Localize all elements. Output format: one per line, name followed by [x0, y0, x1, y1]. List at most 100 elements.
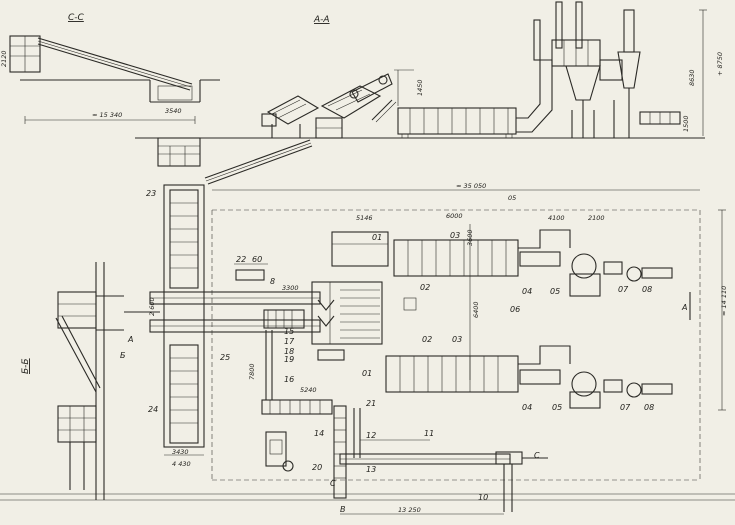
label-pos-23: 23 [146, 189, 156, 198]
label-pos-11: 11 [424, 429, 434, 438]
fan-05-lower [571, 371, 597, 397]
aa-pit-block [157, 137, 201, 167]
label-pos-08-upper: 08 [642, 285, 652, 294]
label-pos-10: 10 [478, 493, 488, 502]
label-pos-22: 22 [236, 255, 246, 264]
section-cc-title: С-С [68, 13, 85, 23]
dim-2120: 2120 [0, 50, 8, 67]
dim-3540: 3540 [165, 107, 182, 115]
marker-c-right: С [534, 451, 540, 460]
dim-4100: 4100 [548, 214, 565, 222]
label-pos-24: 24 [148, 405, 158, 414]
aa-chimney-2 [555, 1, 563, 49]
dim-3300: 3300 [282, 284, 299, 292]
label-pos-04-lower: 04 [522, 403, 532, 412]
dim-7800: 7800 [248, 363, 256, 380]
label-pos-18: 18 [284, 347, 294, 356]
label-pos-03-lower: 03 [452, 335, 462, 344]
label-pos-12: 12 [366, 431, 376, 440]
cyclone-07-lower [626, 382, 642, 398]
fan-05-upper [571, 253, 597, 279]
section-cc-conveyor: С-С ≈ 15 340 3540 2120 [0, 13, 220, 124]
duct-upper [518, 229, 571, 249]
label-pos-8: 8 [270, 277, 275, 286]
dim-6000: 6000 [446, 212, 463, 220]
marker-b-left: Б [120, 351, 126, 360]
dim-8750: + 8750 [716, 52, 724, 76]
cc-inclined-conveyor [37, 37, 193, 85]
furnace-01-upper [331, 231, 389, 267]
dim-13250: 13 250 [398, 506, 421, 514]
bb-equipment [57, 405, 97, 443]
pump-20 [265, 431, 287, 467]
label-pos-05-upper: 05 [550, 287, 560, 296]
aa-cyclone-2 [617, 51, 641, 89]
label-pos-02-lower: 02 [422, 335, 432, 344]
dim-1450: 1450 [416, 79, 424, 96]
marker-05-top: 05 [508, 194, 516, 202]
marker-c-mid: С [330, 479, 336, 488]
marker-a-right: А [681, 303, 687, 312]
dim-15340: ≈ 15 340 [92, 111, 122, 119]
label-pos-06: 06 [510, 305, 520, 314]
section-bb-title: Б-Б [21, 358, 31, 374]
label-pos-05-lower: 05 [552, 403, 562, 412]
label-pos-02-upper: 02 [420, 283, 430, 292]
label-pos-17: 17 [284, 337, 295, 346]
marker-b: В [340, 505, 346, 514]
bb-bunker [57, 291, 97, 329]
feeder-16 [317, 349, 345, 361]
label-pos-08-lower: 08 [644, 403, 654, 412]
label-pos-19: 19 [284, 355, 294, 364]
dryer-drum-03-upper [393, 239, 519, 277]
label-pos-07-lower: 07 [620, 403, 631, 412]
label-pos-07-upper: 07 [618, 285, 629, 294]
label-pos-21: 21 [366, 399, 376, 408]
aa-cyclone-stack [623, 9, 635, 53]
label-pos-25: 25 [220, 353, 230, 362]
dim-2100: 2100 [588, 214, 605, 222]
dim-5146: 5146 [356, 214, 373, 222]
marker-a-left: А [127, 335, 133, 344]
label-pos-16: 16 [284, 375, 294, 384]
aa-dryer-drum [397, 107, 517, 135]
dim-1500: 1500 [682, 115, 690, 132]
section-aa-elevation: А-А [135, 1, 724, 185]
aa-feeder [351, 73, 393, 103]
central-screening-block [311, 281, 383, 345]
cyclone-07-upper [626, 266, 642, 282]
dryer-drum-03-lower [385, 355, 519, 393]
aa-chimney-3 [575, 1, 583, 49]
dim-3430: 3430 [172, 448, 189, 456]
dim-14110: ≈ 14 110 [720, 286, 728, 316]
dim-8630: 8630 [688, 69, 696, 86]
label-pos-03-upper: 03 [450, 231, 460, 240]
aa-inclined-belt [204, 139, 311, 179]
aa-chimney-1 [533, 19, 541, 61]
storage-bunker-23-24 [163, 184, 205, 448]
label-pos-04-upper: 04 [522, 287, 532, 296]
aa-hot-gas-duct [516, 59, 553, 133]
label-pos-20: 20 [312, 463, 322, 472]
label-pos-14: 14 [314, 429, 324, 438]
aa-cyclone-1 [565, 65, 601, 101]
aa-fan-box [599, 59, 623, 81]
duct-lower [518, 345, 571, 365]
dim-5240: 5240 [300, 386, 317, 394]
label-pos-13: 13 [366, 465, 376, 474]
plan-view: ≈ 35 050 05 23 24 А 2 600 3430 [0, 182, 735, 515]
bb-inclined-chute [55, 317, 97, 393]
aa-screen-2 [320, 85, 382, 119]
conveyor-14 [261, 399, 333, 415]
dim-6400: 6400 [472, 301, 480, 318]
bucket-elevator-21 [333, 405, 347, 499]
equipment-22 [235, 269, 265, 281]
label-pos-15: 15 [284, 327, 294, 336]
label-pos-01-lower: 01 [362, 369, 372, 378]
aa-screen-1 [266, 95, 320, 125]
label-pos-01-upper: 01 [372, 233, 382, 242]
section-bb-side: Б-Б Б [21, 262, 126, 500]
section-aa-title: А-А [313, 15, 330, 25]
